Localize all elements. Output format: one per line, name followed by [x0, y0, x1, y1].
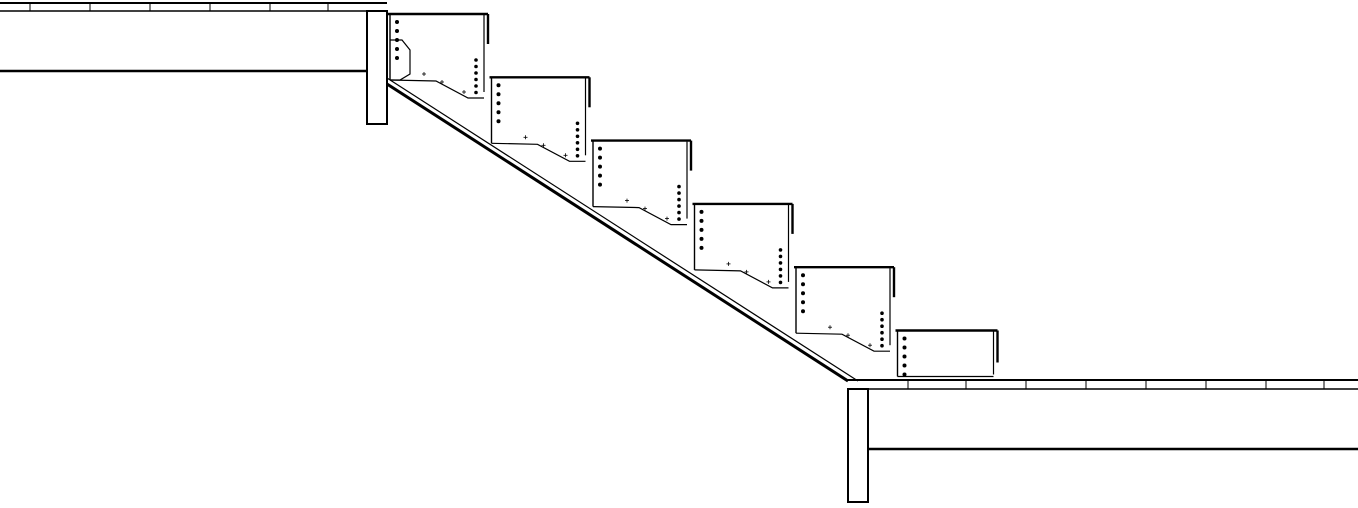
- bracket-fastener: [699, 227, 704, 232]
- bracket-fastener: [880, 337, 884, 342]
- bracket-fastener: [575, 141, 580, 145]
- bracket-bottom-profile: [389, 79, 484, 99]
- top-plate-outline: [390, 39, 411, 81]
- upper-deck-board-joints: [29, 3, 329, 11]
- bracket-fastener: [496, 110, 501, 115]
- bracket-fastener: [801, 273, 805, 278]
- bracket-bottom-profile: [491, 142, 586, 162]
- bracket-fastener: [801, 300, 805, 305]
- bracket-fastener: [575, 154, 580, 158]
- bracket-fastener: [677, 191, 681, 195]
- lower-rim-post: [847, 388, 869, 503]
- bracket-fastener: [801, 282, 805, 287]
- stringer: [386, 77, 859, 383]
- bracket-fastener: [902, 354, 907, 359]
- bracket-fastener: [778, 280, 783, 285]
- bracket-fastener: [598, 182, 602, 187]
- tread-bracket: [388, 12, 490, 99]
- lower-deck-board-joints: [907, 380, 1325, 389]
- bracket-fastener: [778, 248, 783, 252]
- bracket-fastener: [677, 204, 681, 208]
- stringer-top-edge: [386, 77, 859, 382]
- bracket-bottom-profile: [795, 332, 890, 352]
- bracket-fastener: [575, 121, 580, 126]
- bracket-fastener: [395, 29, 399, 33]
- bracket-fastener: [474, 84, 478, 88]
- bracket-fastener: [778, 261, 783, 265]
- bracket-fastener: [699, 245, 704, 250]
- bracket-fastener: [474, 77, 478, 82]
- bracket-fastener: [880, 324, 884, 329]
- bracket-fastener: [902, 336, 907, 341]
- stringer-bottom-edge: [386, 82, 849, 383]
- bracket-fastener: [801, 291, 805, 296]
- bracket-fastener: [395, 20, 399, 24]
- tread-brackets: [388, 12, 999, 378]
- top-bracket-plate: [390, 39, 411, 81]
- bracket-fastener: [699, 209, 704, 214]
- bracket-fastener: [496, 101, 501, 106]
- bracket-fastener: [902, 372, 907, 377]
- tread-bracket: [895, 329, 999, 378]
- bracket-fastener: [778, 254, 783, 259]
- bracket-fastener: [474, 71, 478, 75]
- tread-bracket: [591, 139, 693, 226]
- bracket-fastener: [677, 210, 681, 215]
- bracket-fastener: [677, 184, 681, 189]
- bracket-fastener: [880, 343, 884, 348]
- bracket-fastener: [496, 92, 501, 97]
- lower-floor: [847, 379, 1358, 503]
- tread-bracket: [489, 76, 591, 162]
- bracket-fastener: [677, 197, 681, 202]
- bracket-fastener: [778, 267, 783, 272]
- bracket-fastener: [778, 274, 783, 278]
- bracket-fastener: [880, 311, 884, 316]
- bracket-fastener: [677, 217, 681, 221]
- bracket-fastener: [902, 363, 907, 368]
- bracket-fastener: [699, 218, 704, 223]
- bracket-fastener: [880, 330, 884, 335]
- bracket-fastener: [575, 134, 580, 139]
- bracket-fastener: [598, 155, 602, 160]
- bracket-fastener: [699, 236, 704, 241]
- tread-bracket: [692, 202, 794, 289]
- bracket-fastener: [902, 345, 907, 350]
- bracket-fastener: [474, 58, 478, 62]
- bracket-fastener: [496, 83, 501, 88]
- upper-rim-post: [366, 10, 388, 125]
- bracket-fastener: [880, 317, 884, 322]
- bracket-fastener: [598, 164, 602, 169]
- bracket-fastener: [801, 309, 805, 314]
- bracket-fastener: [598, 146, 602, 151]
- bracket-fastener: [575, 128, 580, 132]
- bracket-fastener: [598, 173, 602, 178]
- upper-floor: [0, 2, 388, 125]
- bracket-bottom-profile: [694, 269, 789, 289]
- bracket-fastener: [474, 90, 478, 95]
- bracket-fastener: [395, 56, 399, 60]
- bracket-fastener: [474, 64, 478, 69]
- bracket-bottom-profile: [592, 206, 687, 226]
- bracket-fastener: [575, 147, 580, 152]
- tread-bracket: [794, 266, 896, 352]
- bracket-fastener: [395, 47, 399, 51]
- bracket-fastener: [496, 119, 501, 124]
